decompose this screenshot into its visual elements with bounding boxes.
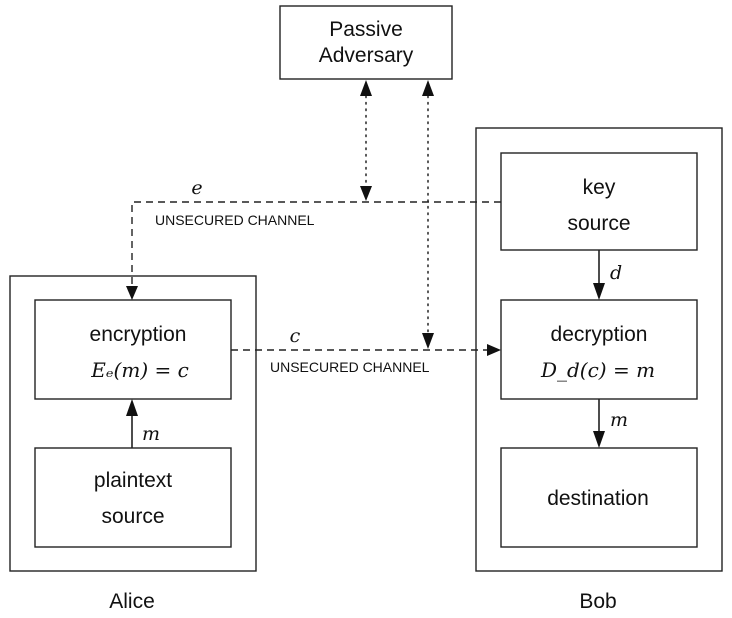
encryption-formula: Eₑ(m) = c xyxy=(90,358,189,382)
key-channel-variable: e xyxy=(191,177,202,199)
cipher-channel-label: UNSECURED CHANNEL xyxy=(270,359,430,375)
destination-label: destination xyxy=(547,487,649,510)
plaintext-to-encryption-variable: m xyxy=(142,423,160,445)
decryption-to-destination-variable: m xyxy=(610,409,628,431)
alice-label: Alice xyxy=(109,590,155,613)
decryption-formula: D_d(c) = m xyxy=(540,358,655,382)
plaintext-source-line2: source xyxy=(101,505,164,528)
adversary-cipher-tap-arrowhead-down xyxy=(422,333,434,349)
key-channel-label: UNSECURED CHANNEL xyxy=(155,212,315,228)
key-to-decryption-edge: d xyxy=(593,250,622,300)
adversary-key-tap-arrowhead-up xyxy=(360,80,372,96)
adversary-label-line2: Adversary xyxy=(319,44,414,67)
key-to-decryption-arrowhead xyxy=(593,283,605,300)
bob-label: Bob xyxy=(579,590,616,613)
adversary-key-tap-arrowhead-down xyxy=(360,186,372,201)
adversary-cipher-tap-edge xyxy=(422,80,434,349)
key-source-node: key source xyxy=(500,152,698,251)
cipher-channel-edge: c UNSECURED CHANNEL xyxy=(231,325,501,375)
key-channel-line xyxy=(131,201,501,287)
alice-container xyxy=(9,275,257,572)
decryption-to-destination-arrowhead xyxy=(593,431,605,448)
cipher-channel-variable: c xyxy=(290,325,301,347)
key-source-line1: key xyxy=(583,176,616,199)
adversary-key-tap-edge xyxy=(360,80,372,201)
destination-node: destination xyxy=(500,447,698,548)
adversary-cipher-tap-arrowhead-up xyxy=(422,80,434,96)
plaintext-to-encryption-edge: m xyxy=(126,399,160,448)
cipher-channel-arrowhead xyxy=(487,344,501,356)
decryption-node: decryption D_d(c) = m xyxy=(500,299,698,400)
passive-adversary-node: Passive Adversary xyxy=(279,5,453,80)
adversary-label-line1: Passive xyxy=(329,18,403,41)
plaintext-source-node: plaintext source xyxy=(34,447,232,548)
plaintext-source-line1: plaintext xyxy=(94,469,172,492)
decryption-title: decryption xyxy=(551,323,648,346)
key-channel-arrowhead xyxy=(126,286,138,300)
encryption-title: encryption xyxy=(90,323,187,346)
key-channel-edge: e UNSECURED CHANNEL xyxy=(126,177,501,300)
encryption-node: encryption Eₑ(m) = c xyxy=(34,299,232,400)
key-source-line2: source xyxy=(567,212,630,235)
plaintext-to-encryption-arrowhead xyxy=(126,399,138,416)
key-to-decryption-variable: d xyxy=(610,262,622,284)
decryption-to-destination-edge: m xyxy=(593,399,628,448)
